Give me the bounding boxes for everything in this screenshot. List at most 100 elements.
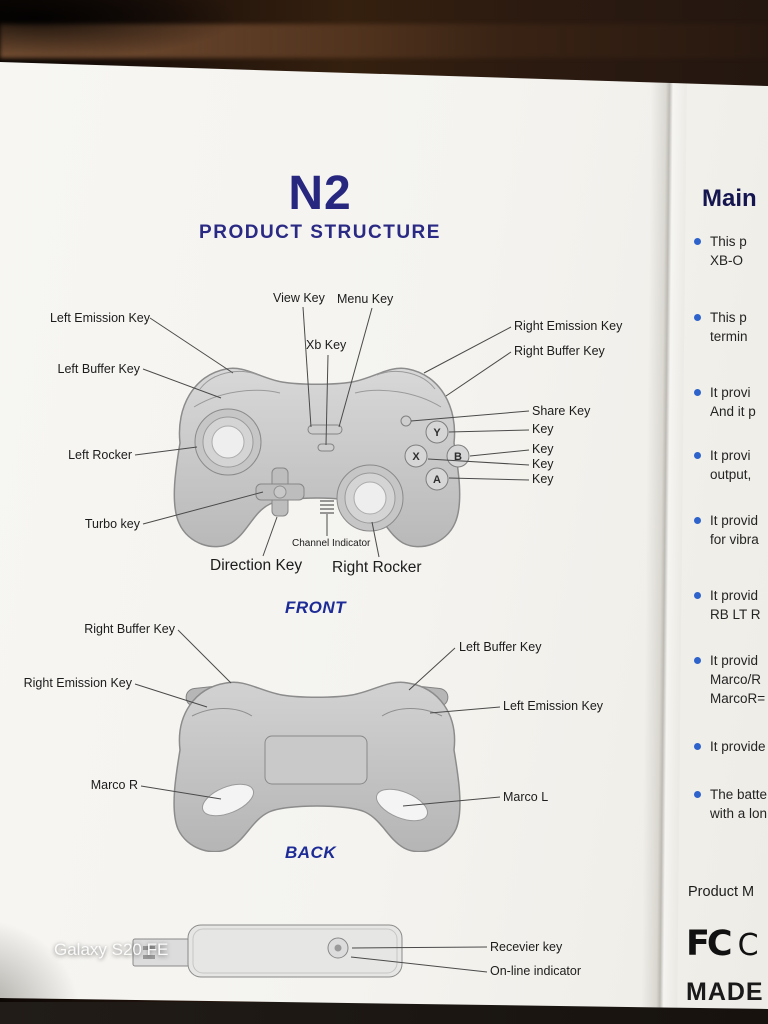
feature-bullet: This p XB-O — [688, 232, 768, 270]
caption-front: FRONT — [285, 598, 347, 617]
camera-watermark: Galaxy S20 FE — [54, 940, 169, 959]
feature-text: Marco/R — [710, 672, 762, 687]
label-key-b: Key — [532, 442, 554, 456]
leader-line — [469, 449, 530, 457]
label-view-key: View Key — [273, 291, 325, 305]
label-online-indicator: On-line indicator — [490, 964, 582, 978]
label-key-a: Key — [532, 472, 554, 486]
feature-bullet: It provid for vibra — [688, 511, 768, 549]
right-analog-stick — [336, 464, 404, 532]
usb-plug-contact — [143, 946, 155, 950]
label-turbo-key: Turbo key — [84, 517, 140, 531]
feature-text: And it p — [710, 404, 756, 419]
label-left-rocker: Left Rocker — [68, 448, 132, 462]
feature-bullet: It provide — [688, 737, 768, 756]
usb-plug-contact — [143, 955, 155, 959]
feature-text: The batte — [710, 787, 768, 802]
feature-bullet: It provi And it p — [688, 383, 768, 421]
feature-text: output, — [710, 467, 752, 482]
feature-text: This p — [710, 310, 747, 325]
menu-key-button — [317, 443, 335, 452]
button-x — [404, 444, 428, 468]
label-right-emission-key: Right Emission Key — [514, 319, 623, 333]
label-marco-l: Marco L — [503, 790, 549, 804]
direction-pad — [255, 467, 305, 517]
sidebar-heading: Main — [702, 185, 757, 212]
receiver-body — [187, 924, 403, 978]
label-back-right-emission-key: Right Emission Key — [23, 676, 132, 690]
button-a-label: A — [433, 474, 441, 486]
feature-bullet: This p termin — [688, 308, 768, 346]
panel-corner-shadow — [0, 915, 85, 1009]
product-subtitle: PRODUCT STRUCTURE — [199, 222, 441, 243]
table-bottom-strip — [0, 1002, 768, 1024]
feature-text: It provid — [710, 653, 759, 668]
label-menu-key: Menu Key — [337, 292, 394, 306]
label-channel-indicator: Channel Indicator — [292, 538, 371, 549]
caption-back: BACK — [285, 843, 337, 862]
left-analog-stick — [194, 408, 262, 476]
button-x-label: X — [412, 451, 420, 463]
shadow-top-left — [0, 0, 240, 60]
online-indicator-led — [334, 944, 342, 952]
feature-text: This p — [710, 234, 747, 249]
bullet-dot — [694, 389, 701, 396]
bullet-dot — [694, 743, 701, 750]
button-y-label: Y — [433, 427, 441, 439]
feature-text: XB-O — [710, 253, 744, 268]
battery-cover — [264, 735, 368, 785]
bullet-dot — [694, 452, 701, 459]
label-share-key: Share Key — [532, 404, 591, 418]
controller-front-illustration: Y B X A — [173, 367, 470, 548]
label-xb-key: Xb Key — [306, 338, 347, 352]
product-title: N2 — [288, 167, 352, 220]
controller-back-illustration — [173, 681, 461, 852]
label-right-rocker: Right Rocker — [332, 559, 422, 576]
label-direction-key: Direction Key — [210, 557, 303, 574]
panel-fold — [641, 69, 687, 1009]
bullet-dot — [694, 238, 701, 245]
label-left-buffer-key: Left Buffer Key — [57, 362, 140, 376]
share-key-button — [400, 415, 412, 427]
feature-text: It provi — [710, 385, 751, 400]
receiver-body-inner-line — [192, 928, 398, 974]
label-back-left-buffer-key: Left Buffer Key — [459, 640, 542, 654]
button-b-label: B — [454, 451, 462, 463]
feature-bullet: It provi output, — [688, 446, 768, 484]
view-key-button — [307, 424, 343, 435]
feature-text: with a lon — [710, 806, 768, 821]
label-key-x: Key — [532, 457, 554, 471]
button-a — [425, 467, 449, 491]
label-left-emission-key: Left Emission Key — [49, 311, 150, 325]
feature-bullet: It provid RB LT R — [688, 586, 768, 624]
right-bumper-arc — [381, 708, 443, 717]
label-marco-r: Marco R — [90, 778, 138, 792]
ce-mark: C — [737, 928, 759, 963]
fcc-logo: FC — [686, 924, 733, 964]
left-shoulder-line — [193, 389, 281, 408]
right-bumper-crease — [376, 371, 436, 390]
feature-bullet: It provid Marco/R MarcoR= — [688, 651, 768, 708]
bullet-dot — [694, 517, 701, 524]
channel-indicator-bars — [320, 500, 334, 514]
left-bumper-arc — [191, 708, 253, 717]
label-right-buffer-key: Right Buffer Key — [514, 344, 605, 358]
label-back-left-emission-key: Left Emission Key — [503, 699, 604, 713]
label-receiver-key: Recevier key — [490, 940, 563, 954]
feature-text: It provid — [710, 588, 759, 603]
feature-bullet: The batte with a lon — [688, 785, 768, 823]
feature-text: termin — [710, 329, 748, 344]
feature-text: It provi — [710, 448, 751, 463]
bullet-dot — [694, 314, 701, 321]
label-back-right-buffer-key: Right Buffer Key — [84, 622, 175, 636]
label-key-y: Key — [532, 422, 554, 436]
usb-receiver-illustration — [132, 924, 403, 978]
bullet-dot — [694, 657, 701, 664]
bullet-dot — [694, 791, 701, 798]
feature-text: It provid — [710, 513, 759, 528]
bullet-dot — [694, 592, 701, 599]
feature-text: RB LT R — [710, 607, 761, 622]
